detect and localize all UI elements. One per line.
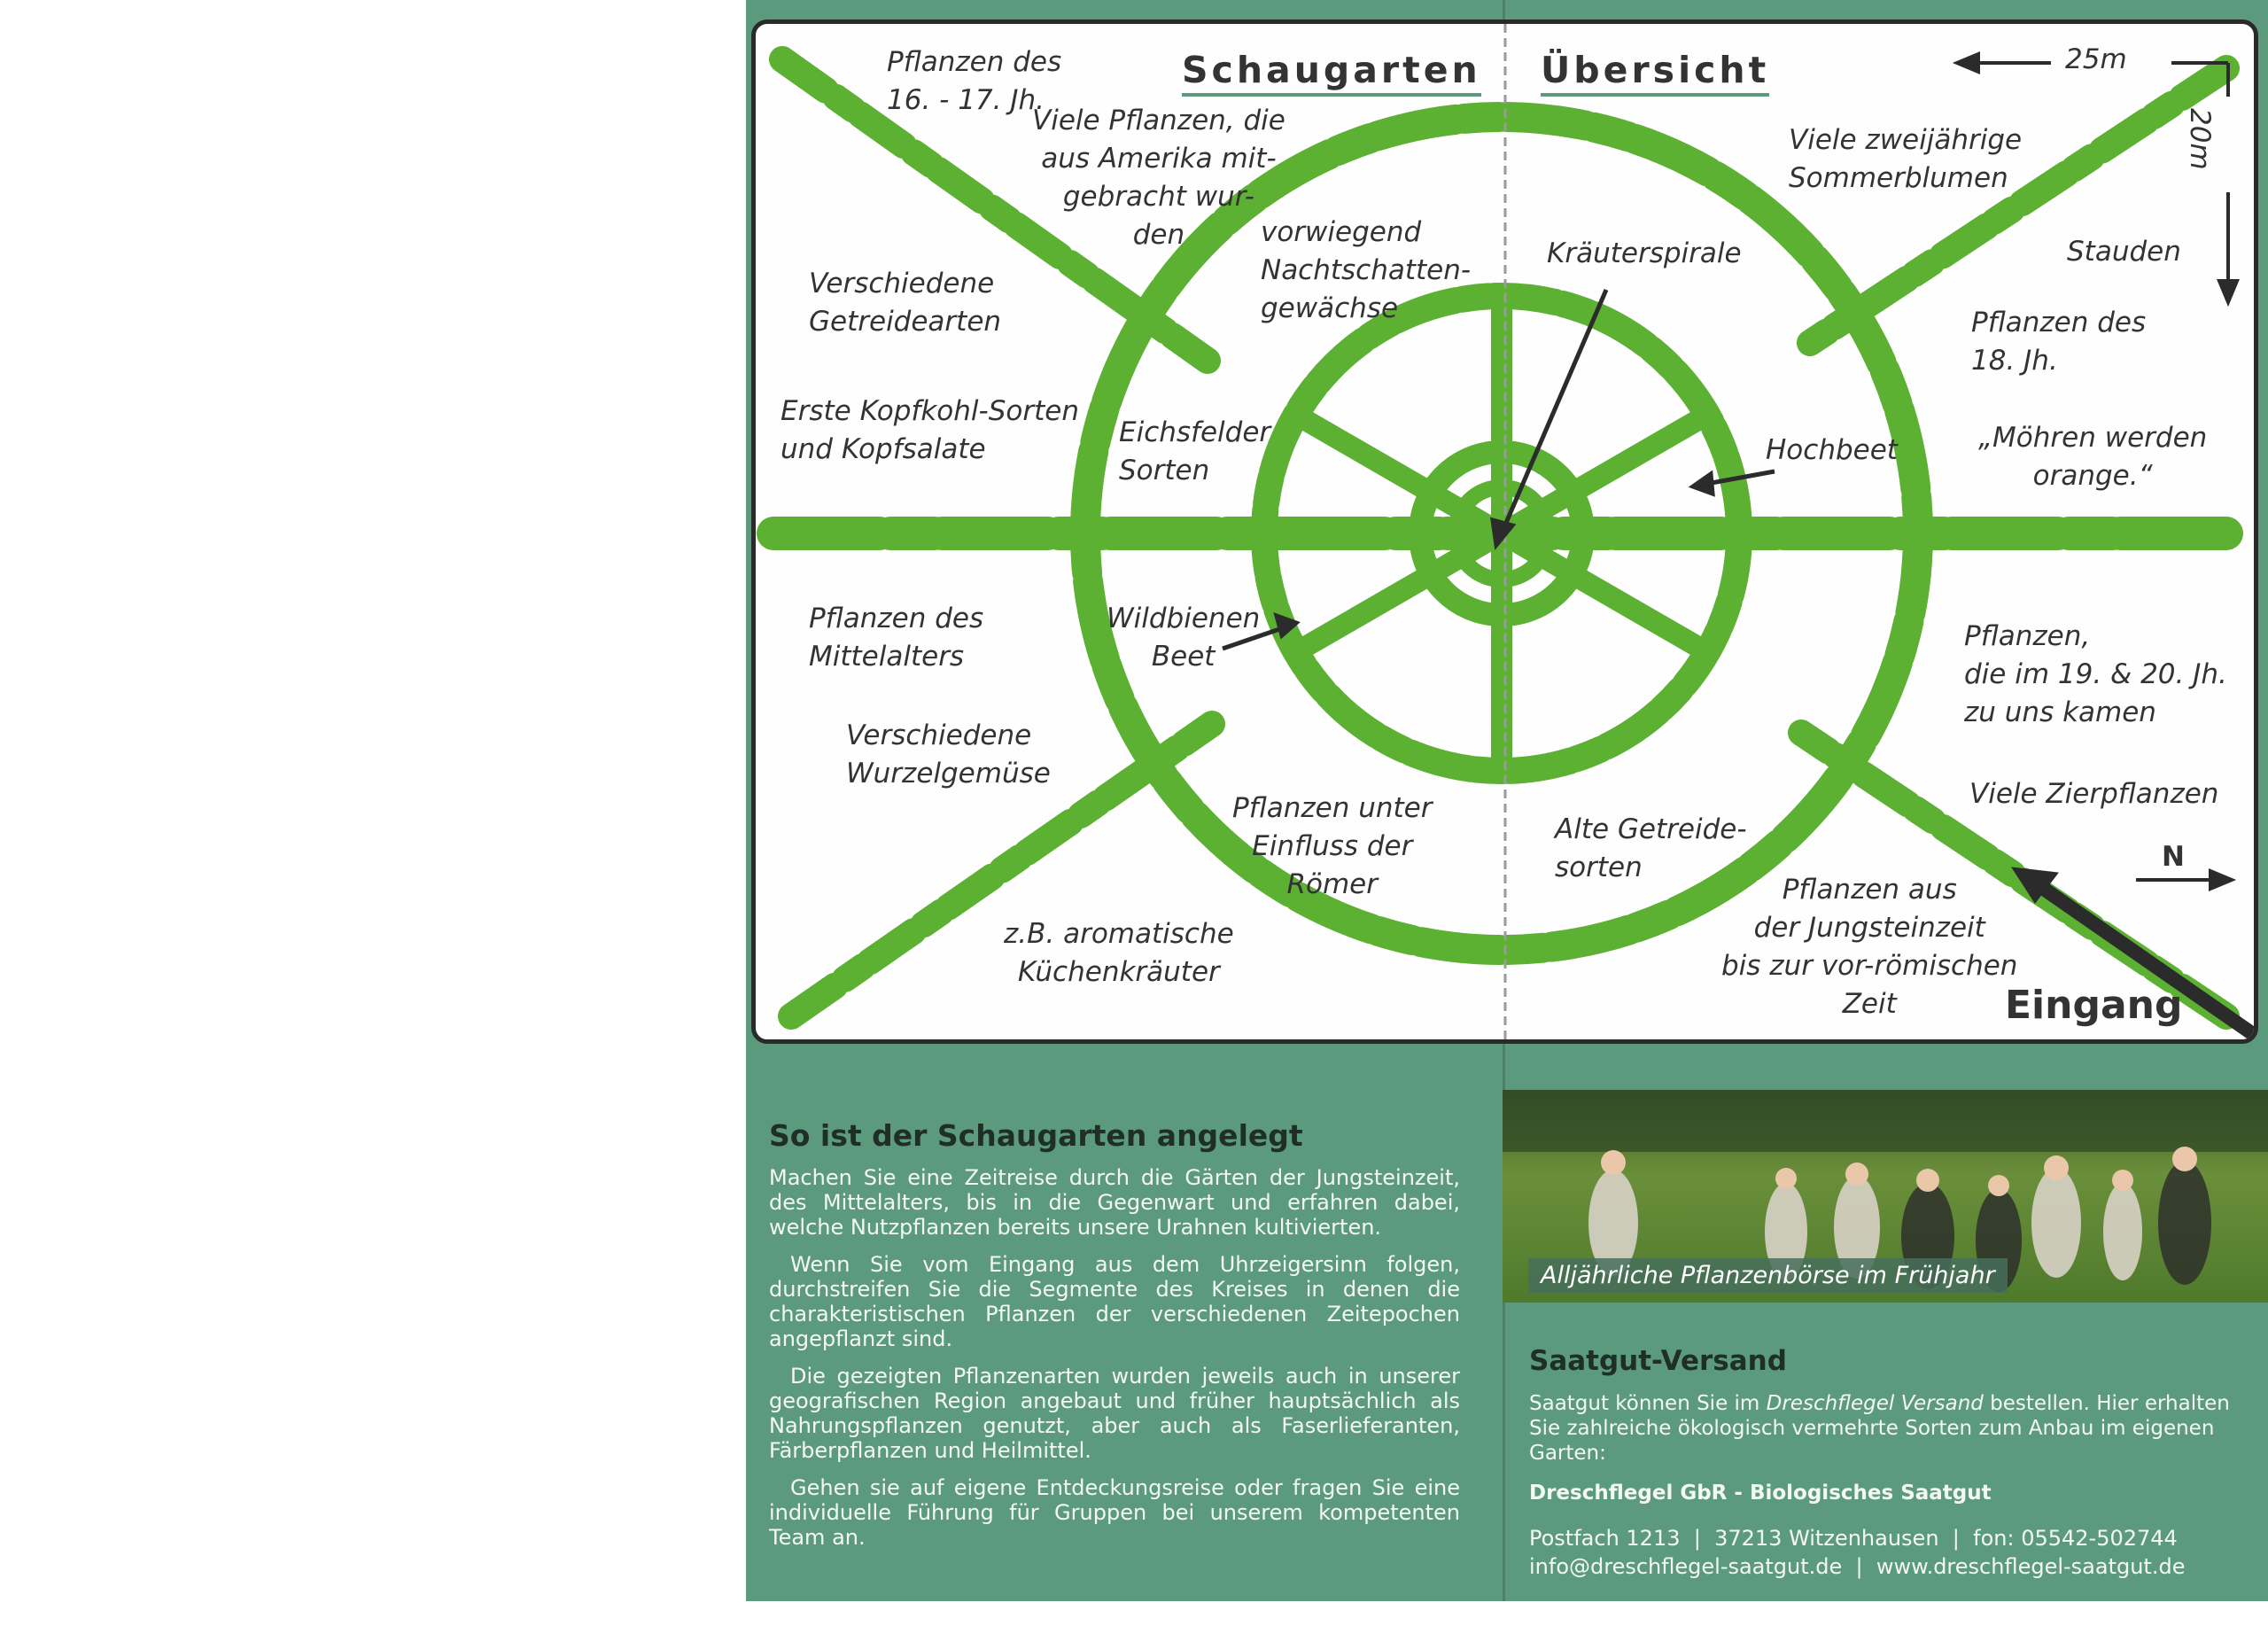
versand-contact[interactable]: info@dreschflegel-saatgut.de | www.dresc… bbox=[1529, 1554, 2186, 1579]
info-paragraph-4: Gehen sie auf eigene Entdeckungsreise od… bbox=[769, 1475, 1460, 1550]
map-title-right: Übersicht bbox=[1541, 49, 1770, 97]
scale-height-label: 20m bbox=[2184, 108, 2216, 170]
garden-beds-drawing bbox=[757, 24, 2254, 1039]
versand-text-end: bestellen. Hier erhalten Sie zahlreiche … bbox=[1529, 1392, 2230, 1465]
label-stauden: Stauden bbox=[2067, 236, 2181, 268]
info-paragraph-1: Machen Sie eine Zeitreise durch die Gärt… bbox=[769, 1165, 1460, 1240]
north-label: N bbox=[2162, 841, 2185, 873]
info-heading: So ist der Schaugarten angelegt bbox=[769, 1118, 1303, 1153]
versand-heading: Saatgut-Versand bbox=[1529, 1345, 1787, 1377]
scale-arrows bbox=[1952, 51, 2240, 891]
info-paragraph-3: Die gezeigten Pflanzenarten wurden jewei… bbox=[769, 1364, 1460, 1463]
label-getreidesorten: Alte Getreide-sorten bbox=[1555, 813, 1747, 883]
versand-text: Saatgut können Sie im Dreschflegel Versa… bbox=[1529, 1391, 2252, 1466]
label-zierpflanzen: Viele Zierpflanzen bbox=[1969, 778, 2219, 810]
info-panel: So ist der Schaugarten angelegt Machen S… bbox=[769, 1118, 1460, 1562]
herb-spiral bbox=[1409, 440, 1595, 626]
map-title-left: Schaugarten bbox=[1182, 49, 1481, 97]
scale-width-label: 25m bbox=[2065, 43, 2127, 75]
label-kraeuterspirale: Kräuterspirale bbox=[1547, 237, 1742, 269]
entrance-arrow bbox=[2011, 867, 2254, 1039]
pointer-arrows bbox=[1222, 289, 1775, 651]
versand-shop-name: Dreschflegel Versand bbox=[1766, 1392, 1984, 1415]
label-hochbeet: Hochbeet bbox=[1766, 434, 1898, 466]
label-pflanzen-19-20: Pflanzen,die im 19. & 20. Jh.zu uns kame… bbox=[1964, 620, 2227, 728]
garden-map: Schaugarten Übersicht 25m 20m N Eingang … bbox=[751, 19, 2258, 1044]
photo-caption: Alljährliche Pflanzenbörse im Frühjahr bbox=[1528, 1258, 2008, 1293]
versand-company: Dreschflegel GbR - Biologisches Saatgut bbox=[1529, 1482, 1992, 1505]
entrance-label: Eingang bbox=[2005, 983, 2183, 1028]
versand-panel: Saatgut-Versand Saatgut können Sie im Dr… bbox=[1529, 1345, 2252, 1581]
versand-text-start: Saatgut können Sie im bbox=[1529, 1392, 1767, 1415]
info-paragraph-2: Wenn Sie vom Eingang aus dem Uhrzeigersi… bbox=[769, 1252, 1460, 1351]
versand-address: Postfach 1213 | 37213 Witzenhausen | fon… bbox=[1529, 1526, 2178, 1551]
